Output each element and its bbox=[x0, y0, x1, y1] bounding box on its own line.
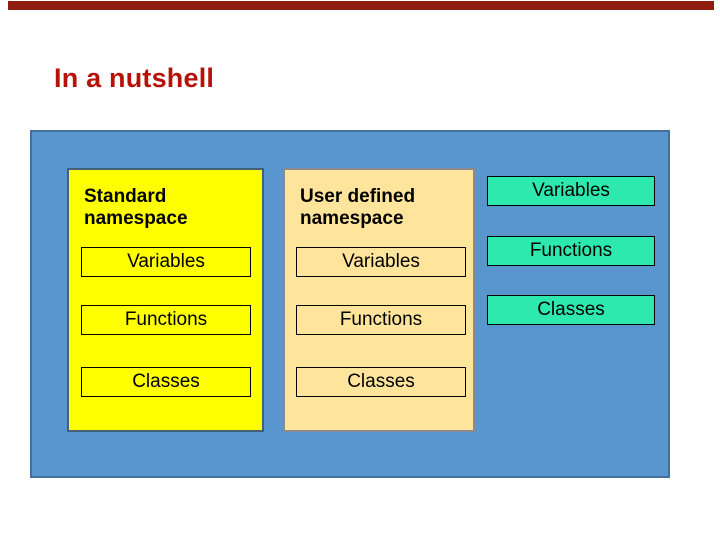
user-item-variables: Variables bbox=[296, 247, 466, 277]
user-item-classes: Classes bbox=[296, 367, 466, 397]
global-item-variables: Variables bbox=[487, 176, 655, 206]
standard-item-classes: Classes bbox=[81, 367, 251, 397]
global-item-functions: Functions bbox=[487, 236, 655, 266]
standard-item-functions: Functions bbox=[81, 305, 251, 335]
user-defined-namespace-box: User defined namespace Variables Functio… bbox=[283, 168, 475, 432]
user-defined-namespace-title: User defined namespace bbox=[300, 186, 416, 229]
top-accent-bar bbox=[8, 1, 714, 10]
global-item-classes: Classes bbox=[487, 295, 655, 325]
global-namespace-panel: Standard namespace Variables Functions C… bbox=[30, 130, 670, 478]
user-item-functions: Functions bbox=[296, 305, 466, 335]
slide-title: In a nutshell bbox=[54, 63, 215, 93]
standard-item-variables: Variables bbox=[81, 247, 251, 277]
standard-namespace-title: Standard namespace bbox=[84, 186, 188, 229]
standard-namespace-box: Standard namespace Variables Functions C… bbox=[67, 168, 264, 432]
